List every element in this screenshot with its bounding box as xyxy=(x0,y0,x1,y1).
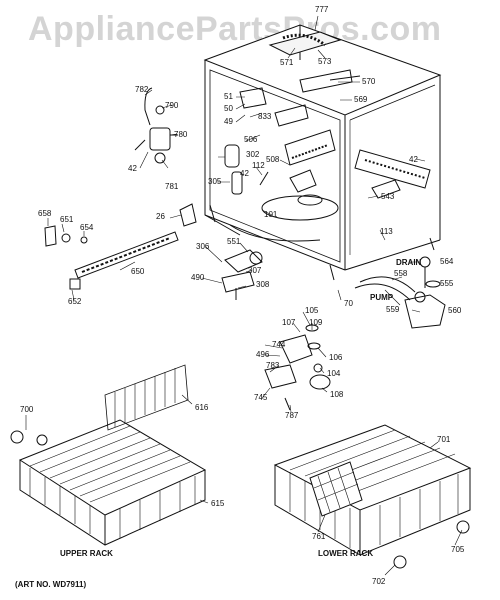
part-label: 70 xyxy=(344,299,353,308)
side-hardware xyxy=(45,226,87,246)
part-label: 308 xyxy=(256,280,270,289)
part-label: 42 xyxy=(128,164,137,173)
part-label: 652 xyxy=(68,297,82,306)
part-label: 744 xyxy=(272,340,286,349)
lower-rack xyxy=(275,425,470,568)
part-label: 654 xyxy=(80,223,94,232)
part-label: 113 xyxy=(380,227,393,236)
part-label: 559 xyxy=(386,305,400,314)
part-label: 573 xyxy=(318,57,332,66)
part-label: 783 xyxy=(266,361,280,370)
part-label: 51 xyxy=(224,92,233,101)
part-label: 496 xyxy=(256,350,270,359)
part-label: 761 xyxy=(312,532,326,541)
part-label: 700 xyxy=(20,405,34,414)
rack-rail xyxy=(70,232,178,289)
part-label: 702 xyxy=(372,577,386,586)
part-label: 490 xyxy=(191,273,205,282)
part-label: 558 xyxy=(394,269,408,278)
part-label: 782 xyxy=(135,85,149,94)
part-label: 777 xyxy=(315,5,329,14)
part-label: 305 xyxy=(208,177,222,186)
watermark: AppliancePartsPros.com xyxy=(28,10,442,48)
part-label: 555 xyxy=(440,279,454,288)
dispenser-assembly xyxy=(265,325,330,410)
upper-rack xyxy=(11,365,205,545)
part-label: 506 xyxy=(244,135,258,144)
part-label: 107 xyxy=(282,318,296,327)
part-label: 551 xyxy=(227,237,241,246)
part-label: 307 xyxy=(248,266,262,275)
part-label: 543 xyxy=(381,192,395,201)
part-label: 101 xyxy=(264,210,278,219)
part-label: 109 xyxy=(309,318,323,327)
part-label: 560 xyxy=(448,306,462,315)
hinge-bracket xyxy=(180,204,196,226)
upper-rack-caption: UPPER RACK xyxy=(60,549,113,558)
drain-pump xyxy=(355,257,445,328)
part-label: 658 xyxy=(38,209,52,218)
part-label: 49 xyxy=(224,117,233,126)
part-label: 705 xyxy=(451,545,465,554)
part-label: 106 xyxy=(329,353,343,362)
part-label: 306 xyxy=(196,242,210,251)
art-number-caption: (ART NO. WD7911) xyxy=(15,580,87,589)
lower-rack-caption: LOWER RACK xyxy=(318,549,374,558)
part-label: 780 xyxy=(174,130,188,139)
part-label: 616 xyxy=(195,403,209,412)
part-label: 571 xyxy=(280,58,294,67)
part-label: 651 xyxy=(60,215,74,224)
part-label: 302 xyxy=(246,150,260,159)
part-label: 104 xyxy=(327,369,341,378)
part-label: 781 xyxy=(165,182,179,191)
motor-assembly xyxy=(222,250,262,300)
pump-caption: PUMP xyxy=(370,293,394,302)
inlet-valve xyxy=(135,88,178,163)
part-label: 745 xyxy=(254,393,268,402)
part-label: 570 xyxy=(362,77,376,86)
part-label: 105 xyxy=(305,306,319,315)
leader-lines xyxy=(26,16,462,575)
part-label: 26 xyxy=(156,212,165,221)
dishwasher-tub xyxy=(205,25,440,280)
part-label: 508 xyxy=(266,155,280,164)
part-label: 790 xyxy=(165,101,179,110)
part-label: 650 xyxy=(131,267,145,276)
part-label: 701 xyxy=(437,435,451,444)
part-label: 564 xyxy=(440,257,454,266)
part-label: 112 xyxy=(252,161,265,170)
part-label: 50 xyxy=(224,104,233,113)
part-label: 42 xyxy=(409,155,418,164)
part-label: 569 xyxy=(354,95,368,104)
part-label: 833 xyxy=(258,112,272,121)
part-label: 615 xyxy=(211,499,225,508)
part-label: 42 xyxy=(240,169,249,178)
drain-caption: DRAIN xyxy=(396,258,422,267)
part-label: 108 xyxy=(330,390,344,399)
part-label: 787 xyxy=(285,411,299,420)
